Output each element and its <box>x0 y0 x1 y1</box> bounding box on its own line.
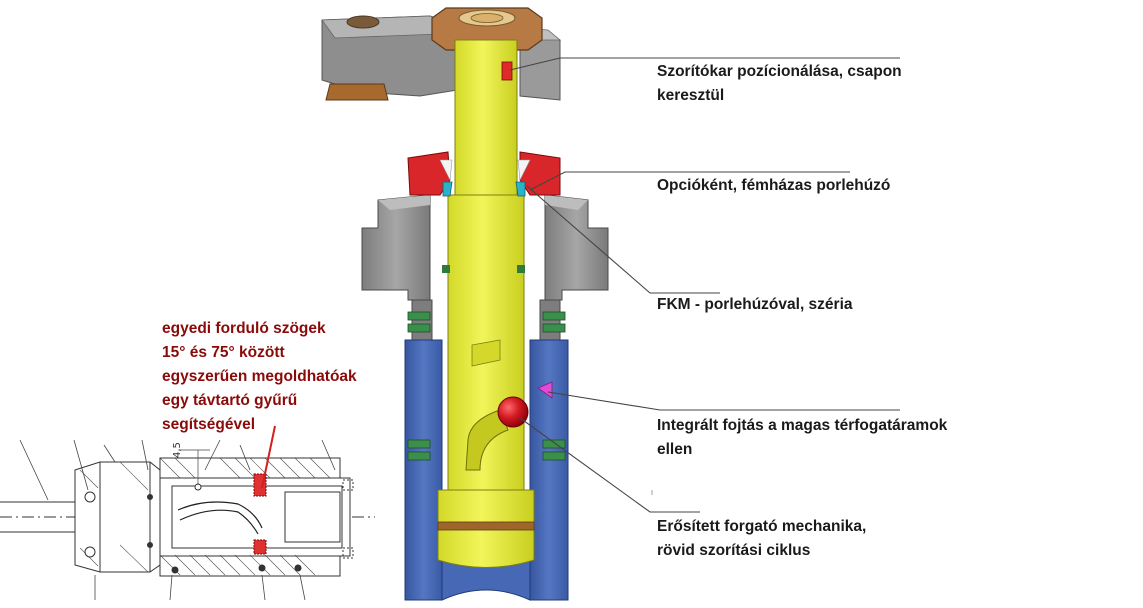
throttle-marker <box>537 381 553 399</box>
fkm-wiper <box>442 181 526 197</box>
callout-metal-wiper: Opcióként, fémházas porlehúzó <box>657 177 891 194</box>
metal-wiper <box>407 151 561 196</box>
callout-mechanism: Erősített forgató mechanika, rövid szorí… <box>657 518 867 559</box>
callout-fkm-wiper: FKM - porlehúzóval, széria <box>657 296 853 313</box>
piston <box>437 39 535 568</box>
dimension-label: 4,5 <box>172 442 183 458</box>
cylinder-body <box>404 339 569 601</box>
callout-lines <box>509 57 900 513</box>
callout-clamp-arm: Szorítókar pozícionálása, csapon kereszt… <box>657 63 902 104</box>
seals <box>407 265 566 461</box>
arm-screw-nut <box>325 83 389 101</box>
callout-throttle: Integrált fojtás a magas térfogatáramok … <box>657 417 948 458</box>
section-drawing <box>0 425 375 601</box>
callout-swing-angle: egyedi forduló szögek 15° és 75° között … <box>162 320 357 433</box>
guide-ball <box>497 396 529 428</box>
upper-housing <box>361 194 609 343</box>
